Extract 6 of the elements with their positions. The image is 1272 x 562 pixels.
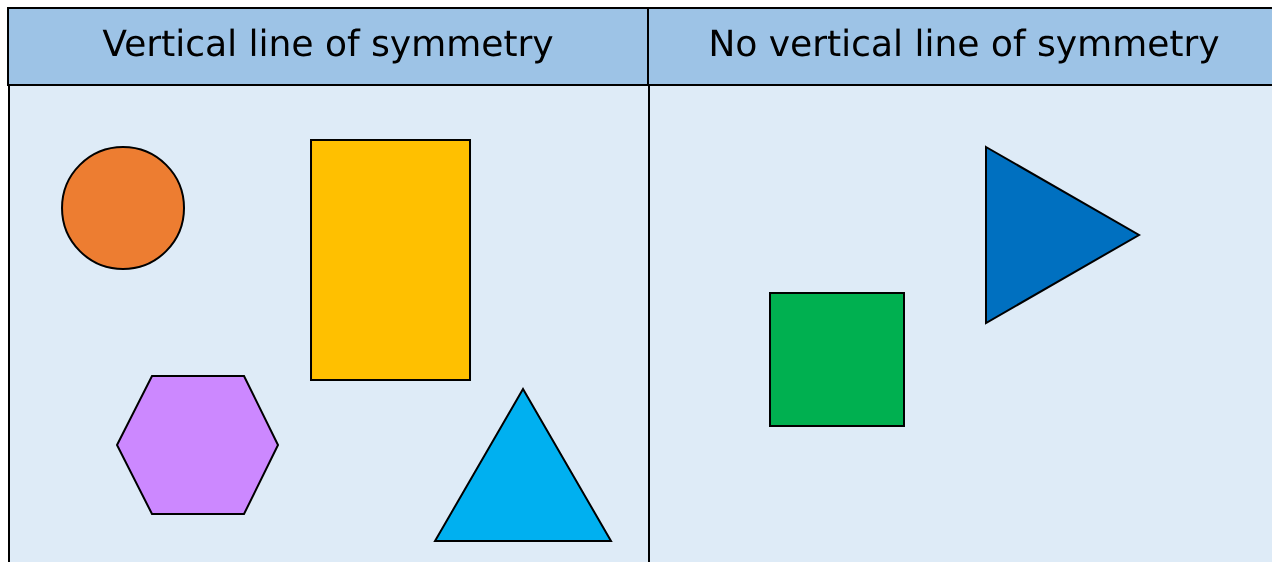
table-column bbox=[647, 7, 1272, 562]
header-cell: Vertical line of symmetry bbox=[7, 7, 649, 86]
header-cell: No vertical line of symmetry bbox=[647, 7, 1272, 86]
rectangle-shape bbox=[310, 139, 471, 381]
circle-shape bbox=[61, 146, 185, 270]
rectangle-shape bbox=[769, 292, 905, 427]
